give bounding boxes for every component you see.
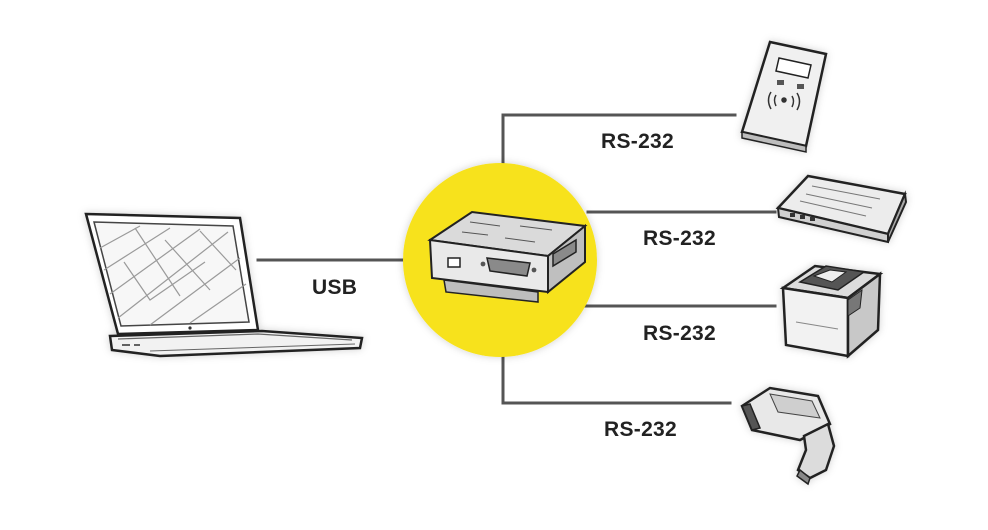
receipt-printer-icon — [779, 264, 884, 359]
barcode-scanner-icon — [740, 386, 836, 486]
rs232-label-card-reader: RS-232 — [601, 130, 675, 153]
line-to-scanner — [501, 353, 732, 405]
connector-lines — [256, 113, 777, 405]
card-reader-icon — [740, 40, 828, 153]
laptop-icon — [84, 212, 364, 358]
rs232-label-printer: RS-232 — [643, 322, 717, 345]
rs232-label-modem: RS-232 — [643, 227, 717, 250]
line-to-card-reader — [501, 113, 737, 170]
modem-icon — [775, 174, 908, 244]
usb-label: USB — [312, 276, 358, 299]
usb-to-serial-hub-icon — [427, 210, 588, 303]
rs232-label-scanner: RS-232 — [604, 418, 678, 441]
